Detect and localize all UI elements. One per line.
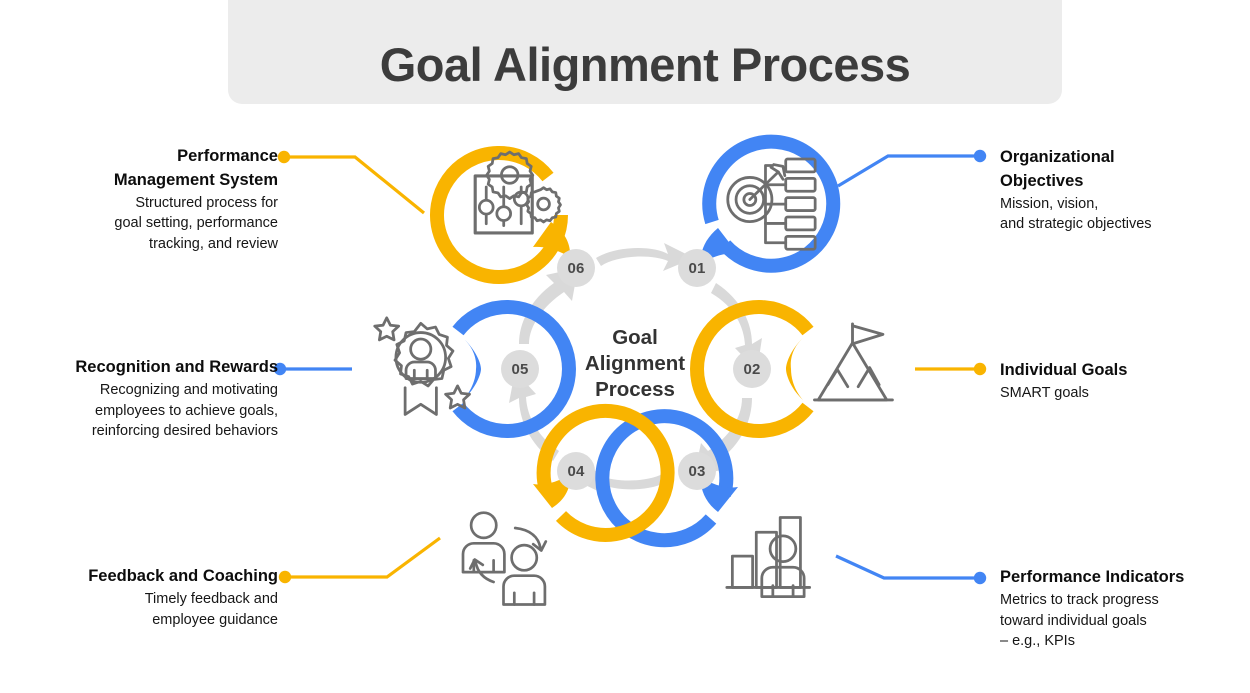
center-title-line-2: Alignment [584,352,686,376]
label-step-04-body-line-2: employee guidance [152,611,278,628]
label-step-06: Performance Management System Structured… [20,145,278,255]
cycle-arrow-01-02 [711,283,762,371]
label-step-02-heading: Individual Goals [1000,361,1128,379]
label-step-04-heading: Feedback and Coaching [88,567,278,585]
connector-step-04 [278,536,441,584]
cycle-arrow-06-01 [596,243,694,271]
label-step-06-body: Structured process for goal setting, per… [20,193,278,255]
label-step-05-body-line-2: employees to achieve goals, [95,402,278,419]
target-objectives-icon [726,157,817,251]
center-title-line-1: Goal [612,326,658,349]
label-step-03-body-line-1: Metrics to track progress [1000,591,1159,608]
label-step-01-heading-line-1: Organizational [1000,148,1115,166]
label-step-05-body: Recognizing and motivating employees to … [14,380,278,442]
label-step-06-body-line-2: goal setting, performance [114,215,278,232]
connector-step-01 [837,149,987,188]
label-step-06-heading-line-2: Management System [113,170,278,189]
step-node-01[interactable] [700,134,841,273]
label-step-06-heading-line-1: Performance [177,147,278,165]
label-step-03-body-line-2: toward individual goals [1000,612,1147,629]
two-people-feedback-icon [461,511,548,606]
label-step-05-heading: Recognition and Rewards [75,358,278,376]
label-step-01-body: Mission, vision, and strategic objective… [1000,194,1238,235]
step-number-03[interactable]: 03 [678,452,716,490]
label-step-06-heading: Performance Management System [20,145,278,193]
mountain-flag-icon [813,322,894,402]
center-title: Goal Alignment Process [555,325,715,404]
label-step-04: Feedback and Coaching Timely feedback an… [24,565,278,630]
label-step-03-body: Metrics to track progress toward individ… [1000,590,1240,652]
label-step-03-body-line-3: – e.g., KPIs [1000,633,1075,650]
cycle-arrow-05-06 [519,268,578,344]
label-step-01-body-line-2: and strategic objectives [1000,216,1152,233]
connector-step-05 [273,362,352,376]
label-step-03-heading: Performance Indicators [1000,568,1185,586]
label-step-03: Performance Indicators Metrics to track … [1000,566,1240,652]
step-number-06[interactable]: 06 [557,249,595,287]
label-step-05-body-line-3: reinforcing desired behaviors [91,423,278,440]
bar-chart-person-icon [725,516,812,599]
step-node-03[interactable] [595,409,812,599]
step-number-05[interactable]: 05 [501,350,539,388]
label-step-04-body: Timely feedback and employee guidance [24,589,278,630]
center-title-line-3: Process [595,378,675,402]
step-node-06[interactable] [430,146,571,284]
label-step-02-body: SMART goals [1000,384,1089,401]
label-step-01: Organizational Objectives Mission, visio… [1000,146,1238,235]
step-node-02[interactable] [690,300,894,438]
label-step-06-body-line-1: Structured process for [135,194,278,211]
connector-step-06 [277,150,426,215]
step-number-02[interactable]: 02 [733,350,771,388]
label-step-02: Individual Goals SMART goals [1000,359,1238,404]
title-banner: Goal Alignment Process [228,0,1062,104]
connector-step-02 [915,362,987,376]
gears-sliders-icon [473,150,562,235]
award-badge-person-icon [373,316,471,416]
label-step-06-body-line-3: tracking, and review [149,236,278,252]
label-step-01-heading: Organizational Objectives [1000,146,1238,194]
step-number-04[interactable]: 04 [557,452,595,490]
label-step-05: Recognition and Rewards Recognizing and … [14,356,278,442]
connector-step-03 [835,554,987,585]
step-node-05[interactable] [373,300,576,438]
label-step-01-body-line-1: Mission, vision, [1000,195,1099,212]
cycle-arrow-04-05 [509,371,559,461]
label-step-05-body-line-1: Recognizing and motivating [99,381,278,398]
label-step-04-body-line-1: Timely feedback and [144,590,278,607]
step-node-04[interactable] [461,404,675,606]
step-number-01[interactable]: 01 [678,249,716,287]
label-step-01-heading-line-2: Objectives [1000,171,1084,190]
page-title: Goal Alignment Process [379,38,911,91]
